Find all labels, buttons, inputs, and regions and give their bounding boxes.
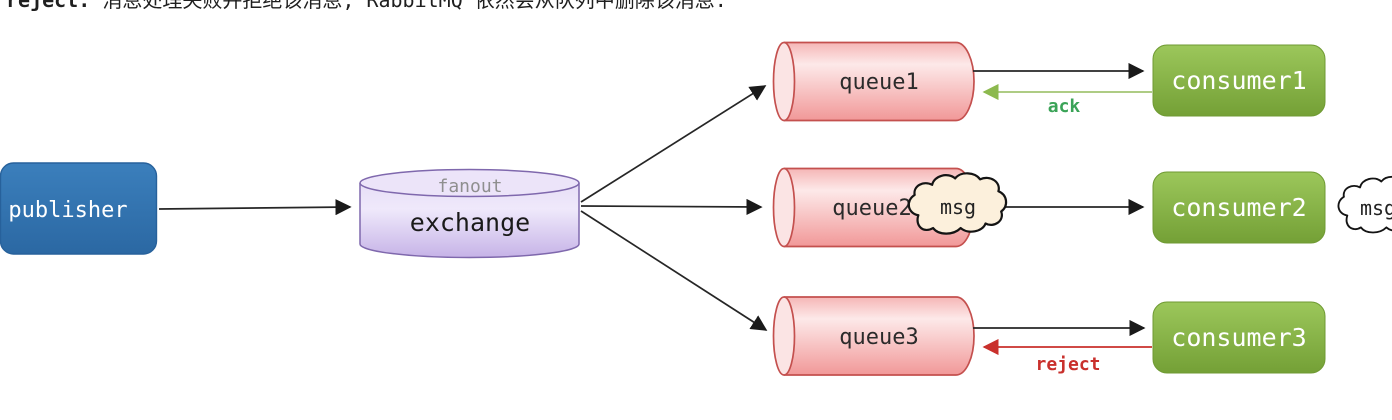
consumer2-label: consumer2 — [1171, 193, 1306, 222]
queue2-label: queue2 — [832, 196, 911, 221]
exchange-type-label: fanout — [437, 176, 502, 197]
consumer1-node: consumer1 — [1152, 44, 1326, 117]
fanout-arrow-queue3 — [580, 210, 768, 331]
consumer3-node: consumer3 — [1152, 301, 1326, 374]
consumer3-label: consumer3 — [1171, 323, 1306, 352]
queue3-label: queue3 — [839, 325, 918, 350]
msg-cloud-consumer2-label: msg — [1360, 196, 1392, 220]
title-keyword: reject: — [6, 0, 91, 12]
title-text: 消息处理失败并拒绝该消息, RabbitMQ 依然会从队列中删除该消息. — [90, 0, 727, 12]
exchange-label: exchange — [410, 208, 530, 237]
queue1-label: queue1 — [839, 70, 918, 95]
consumer1-label: consumer1 — [1171, 66, 1306, 95]
publisher-node: publisher — [0, 162, 158, 255]
publisher-label: publisher — [8, 198, 127, 223]
exchange-node: fanout exchange — [359, 168, 580, 259]
publisher-to-exchange-arrow — [158, 199, 352, 216]
msg-cloud-queue2-label: msg — [940, 195, 976, 219]
msg-cloud-consumer2: msg — [1337, 175, 1392, 234]
ack-label: ack — [1048, 96, 1081, 117]
msg-cloud-queue2: msg — [907, 172, 1008, 235]
fanout-arrow-queue2 — [580, 198, 763, 215]
queue3-node: queue3 — [772, 296, 975, 376]
reject-label: reject — [1035, 354, 1100, 375]
consumer2-node: consumer2 — [1152, 171, 1326, 244]
fanout-arrow-queue1 — [580, 85, 767, 203]
page-title: reject: 消息处理失败并拒绝该消息, RabbitMQ 依然会从队列中删除… — [6, 0, 727, 12]
queue1-node: queue1 — [772, 41, 975, 122]
